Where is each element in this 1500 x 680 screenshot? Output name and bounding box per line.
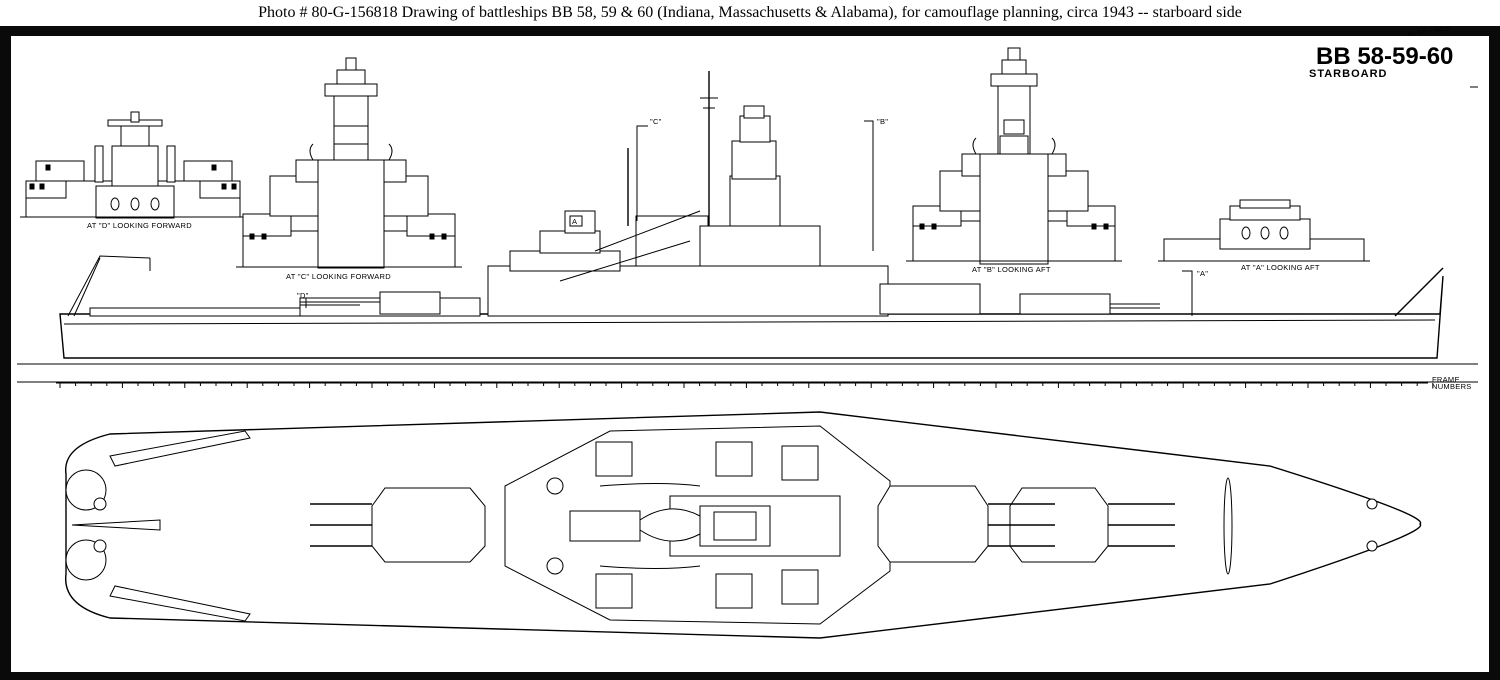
- profile-marker-a-tag: A: [572, 217, 577, 226]
- section-view-d: AT "D" LOOKING FORWARD: [20, 111, 246, 230]
- ship-drawing: BB 58-59-60 STARBOARD Bu Aer 156818 AT "…: [11, 26, 1489, 672]
- drawing-sheet: BB 58-59-60 STARBOARD Bu Aer 156818 AT "…: [0, 26, 1500, 680]
- ship-plan-view: [65, 411, 1422, 639]
- photo-caption: Photo # 80-G-156818 Drawing of battleshi…: [258, 4, 1242, 21]
- frame-number-scale: FRAME NUMBERS: [56, 375, 1472, 391]
- frame-scale-label-1: FRAME: [1432, 375, 1460, 384]
- ship-profile: "C" "B" "A" "D" A: [17, 71, 1478, 383]
- profile-marker-b: "B": [877, 117, 888, 126]
- section-label-b: AT "B" LOOKING AFT: [972, 265, 1051, 274]
- section-label-a: AT "A" LOOKING AFT: [1241, 263, 1320, 272]
- frame-scale-label-2: NUMBERS: [1432, 382, 1472, 391]
- section-label-c: AT "C" LOOKING FORWARD: [286, 272, 391, 281]
- section-label-d: AT "D" LOOKING FORWARD: [87, 221, 192, 230]
- section-view-c: AT "C" LOOKING FORWARD: [236, 57, 462, 281]
- section-view-b: AT "B" LOOKING AFT: [906, 47, 1122, 274]
- side-title: STARBOARD: [1309, 68, 1387, 80]
- hull-number-title: BB 58-59-60: [1316, 43, 1453, 70]
- profile-marker-c: "C": [650, 117, 662, 126]
- handwritten-reference: Bu Aer 156818: [1407, 26, 1450, 38]
- section-view-a: AT "A" LOOKING AFT: [1158, 199, 1370, 272]
- profile-marker-a: "A": [1197, 269, 1208, 278]
- profile-marker-d: "D": [297, 291, 309, 300]
- title-block: BB 58-59-60 STARBOARD Bu Aer 156818: [1309, 26, 1478, 88]
